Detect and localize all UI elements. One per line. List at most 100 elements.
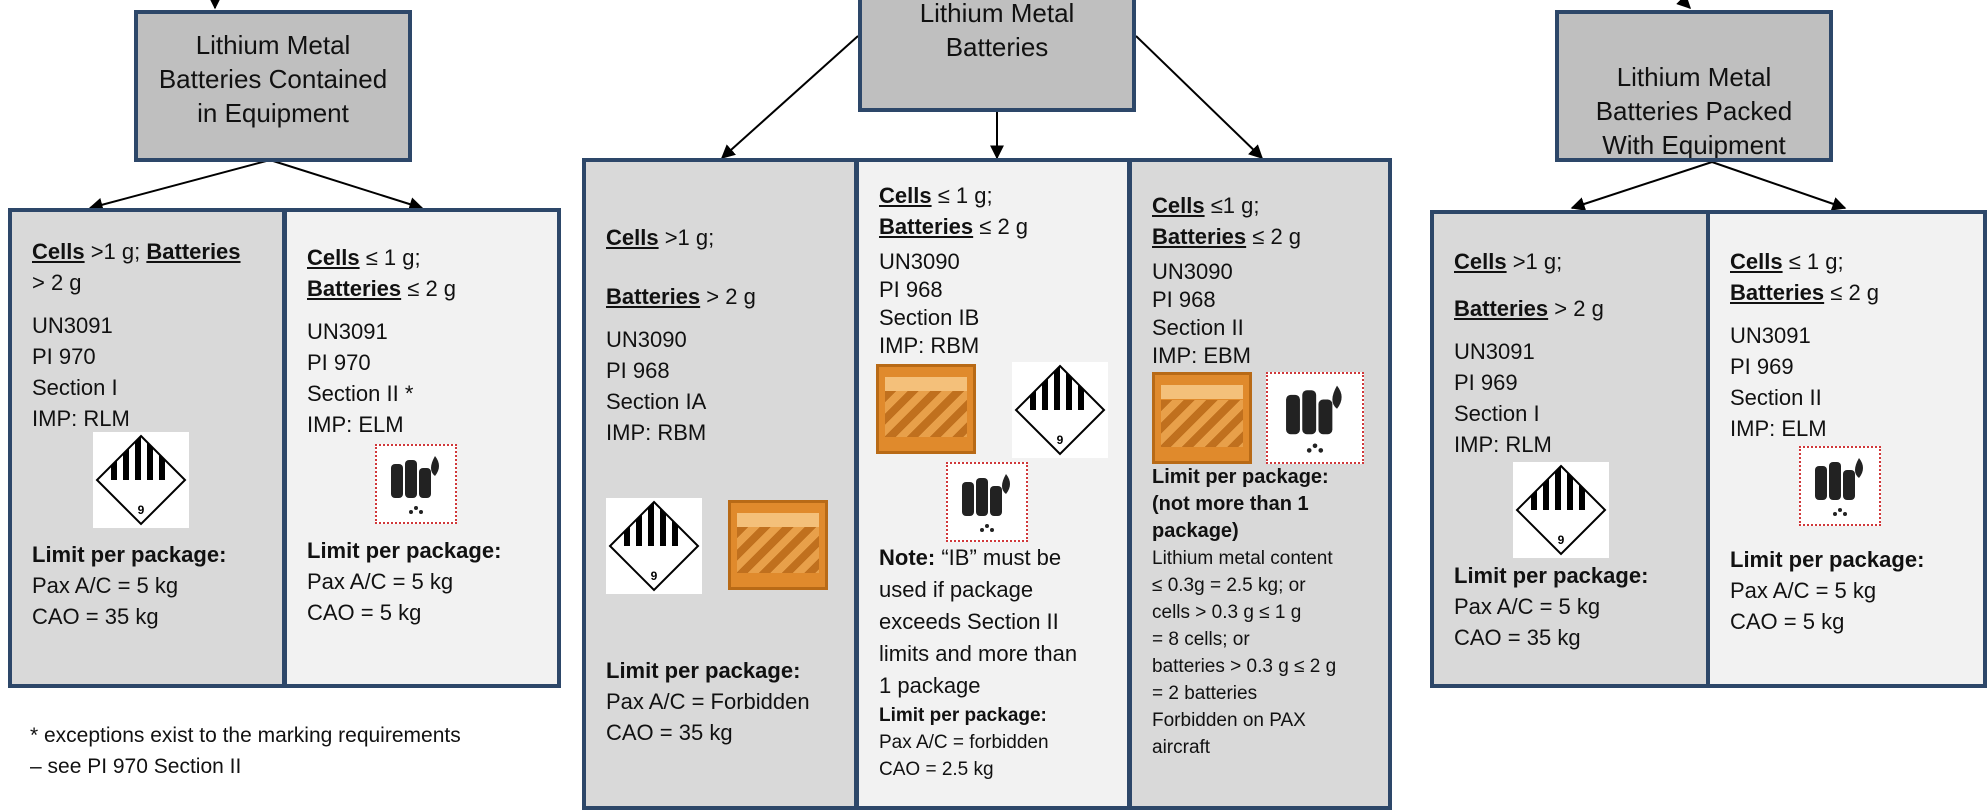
un-number: UN3091 [307, 319, 388, 344]
section: Section I [1454, 401, 1540, 426]
class-9-hazard-icon: 9 [93, 432, 189, 528]
packing-instruction: PI 968 [879, 277, 943, 302]
packing-instruction: PI 968 [1152, 287, 1216, 312]
imp-code: IMP: ELM [1730, 416, 1827, 441]
packing-instruction: PI 970 [32, 344, 96, 369]
limit-title: Limit per package: [1454, 563, 1649, 588]
batteries-label: Batteries [146, 239, 241, 264]
detail-line: = 8 cells; or [1152, 629, 1250, 650]
limit-title: package) [1152, 520, 1239, 542]
limit-title: Limit per package: [32, 542, 227, 567]
class-9-hazard-icon: 9 [606, 498, 702, 594]
cells-value: >1 g; [84, 239, 147, 264]
cargo-aircraft-only-icon [728, 500, 828, 590]
cells-label: Cells [1730, 249, 1783, 274]
un-number: UN3091 [1730, 323, 1811, 348]
limit-cao: CAO = 2.5 kg [879, 759, 994, 780]
batteries-value: ≤ 2 g [1824, 280, 1880, 305]
limit-cao: CAO = 5 kg [307, 600, 422, 625]
un-number: UN3090 [879, 249, 960, 274]
detail-line: Forbidden on PAX [1152, 710, 1306, 731]
batteries-label: Batteries [1730, 280, 1825, 305]
cargo-aircraft-only-icon [876, 364, 976, 454]
detail-line: cells > 0.3 g ≤ 1 g [1152, 602, 1302, 623]
arrow-left-1 [88, 159, 271, 212]
limit-pax: Pax A/C = 5 kg [1730, 578, 1877, 603]
packing-instruction: PI 969 [1454, 370, 1518, 395]
imp-code: IMP: RBM [606, 420, 707, 445]
header-contained-in-equipment-text: Lithium Metal Batteries Contained in Equ… [158, 30, 388, 128]
limit-title: (not more than 1 [1152, 493, 1309, 515]
un-number: UN3091 [32, 313, 113, 338]
batteries-value: > 2 g [32, 270, 82, 295]
limit-pax: Pax A/C = 5 kg [1454, 594, 1601, 619]
header-packed-with-equipment: Lithium Metal Batteries Packed With Equi… [1555, 10, 1833, 162]
batteries-value: ≤ 2 g [973, 214, 1029, 239]
imp-code: IMP: ELM [307, 412, 404, 437]
cells-value: ≤ 1 g; [1782, 249, 1844, 274]
cargo-aircraft-only-icon [1152, 372, 1252, 464]
detail-line: ≤ 0.3g = 2.5 kg; or [1152, 575, 1306, 596]
batteries-value: > 2 g [1548, 296, 1604, 321]
box-pi968-section-ia: Cells >1 g; Batteries > 2 g UN3090 PI 96… [582, 158, 858, 810]
batteries-label: Batteries [1454, 296, 1549, 321]
cells-value: >1 g; [1506, 249, 1563, 274]
section: Section IA [606, 389, 707, 414]
imp-code: IMP: EBM [1152, 343, 1252, 368]
arrow-left-2 [269, 159, 424, 211]
cells-label: Cells [1454, 249, 1507, 274]
detail-line: aircraft [1152, 737, 1211, 758]
packing-instruction: PI 969 [1730, 354, 1794, 379]
detail-line: = 2 batteries [1152, 683, 1258, 704]
batteries-value: ≤ 2 g [401, 276, 457, 301]
cells-value: ≤ 1 g; [931, 183, 993, 208]
note-line: used if package [879, 577, 1034, 602]
class-9-hazard-icon: 9 [1012, 362, 1108, 458]
packing-instruction: PI 970 [307, 350, 371, 375]
section: Section II [1152, 315, 1244, 340]
svg-text:9: 9 [138, 503, 145, 517]
batteries-label: Batteries [606, 284, 701, 309]
arrow-center-3 [1135, 35, 1264, 159]
arrow-center-1 [720, 35, 859, 159]
cells-label: Cells [606, 225, 659, 250]
header-lithium-metal-batteries: Lithium Metal Batteries [858, 0, 1136, 112]
cells-label: Cells [879, 183, 932, 208]
lithium-battery-mark-icon [1266, 372, 1364, 464]
un-number: UN3090 [606, 327, 687, 352]
note-line: exceeds Section II [879, 609, 1059, 634]
header-lithium-metal-batteries-text: Lithium Metal Batteries [919, 0, 1075, 62]
lithium-battery-mark-icon [1799, 446, 1881, 526]
box-pi968-section-ii: Cells ≤1 g; Batteries ≤ 2 g UN3090 PI 96… [1128, 158, 1392, 810]
limit-cao: CAO = 35 kg [606, 720, 733, 745]
un-number: UN3091 [1454, 339, 1535, 364]
batteries-value: ≤ 2 g [1246, 224, 1302, 249]
footnote: * exceptions exist to the marking requir… [30, 720, 461, 782]
batteries-label: Batteries [879, 214, 974, 239]
cells-label: Cells [1152, 193, 1205, 218]
limit-cao: CAO = 35 kg [1454, 625, 1581, 650]
limit-title: Limit per package: [606, 658, 801, 683]
note-line: limits and more than [879, 641, 1078, 666]
arrow-top-right [1676, 0, 1691, 9]
imp-code: IMP: RBM [879, 333, 980, 358]
footnote-line-1: * exceptions exist to the marking requir… [30, 724, 461, 747]
svg-text:9: 9 [1057, 433, 1064, 447]
box-pi969-section-i: Cells >1 g; Batteries > 2 g UN3091 PI 96… [1430, 210, 1710, 688]
limit-pax: Pax A/C = forbidden [879, 732, 1049, 753]
svg-text:9: 9 [651, 569, 658, 583]
header-packed-with-equipment-text: Lithium Metal Batteries Packed With Equi… [1595, 62, 1793, 160]
section: Section II [1730, 385, 1822, 410]
un-number: UN3090 [1152, 259, 1233, 284]
limit-pax: Pax A/C = Forbidden [606, 689, 810, 714]
svg-text:9: 9 [1558, 533, 1565, 547]
limit-pax: Pax A/C = 5 kg [32, 573, 179, 598]
arrow-right-2 [1711, 161, 1847, 211]
limit-title: Limit per package: [879, 705, 1047, 726]
imp-code: IMP: RLM [1454, 432, 1552, 457]
section: Section IB [879, 305, 980, 330]
detail-line: batteries > 0.3 g ≤ 2 g [1152, 656, 1337, 677]
packing-instruction: PI 968 [606, 358, 670, 383]
limit-pax: Pax A/C = 5 kg [307, 569, 454, 594]
